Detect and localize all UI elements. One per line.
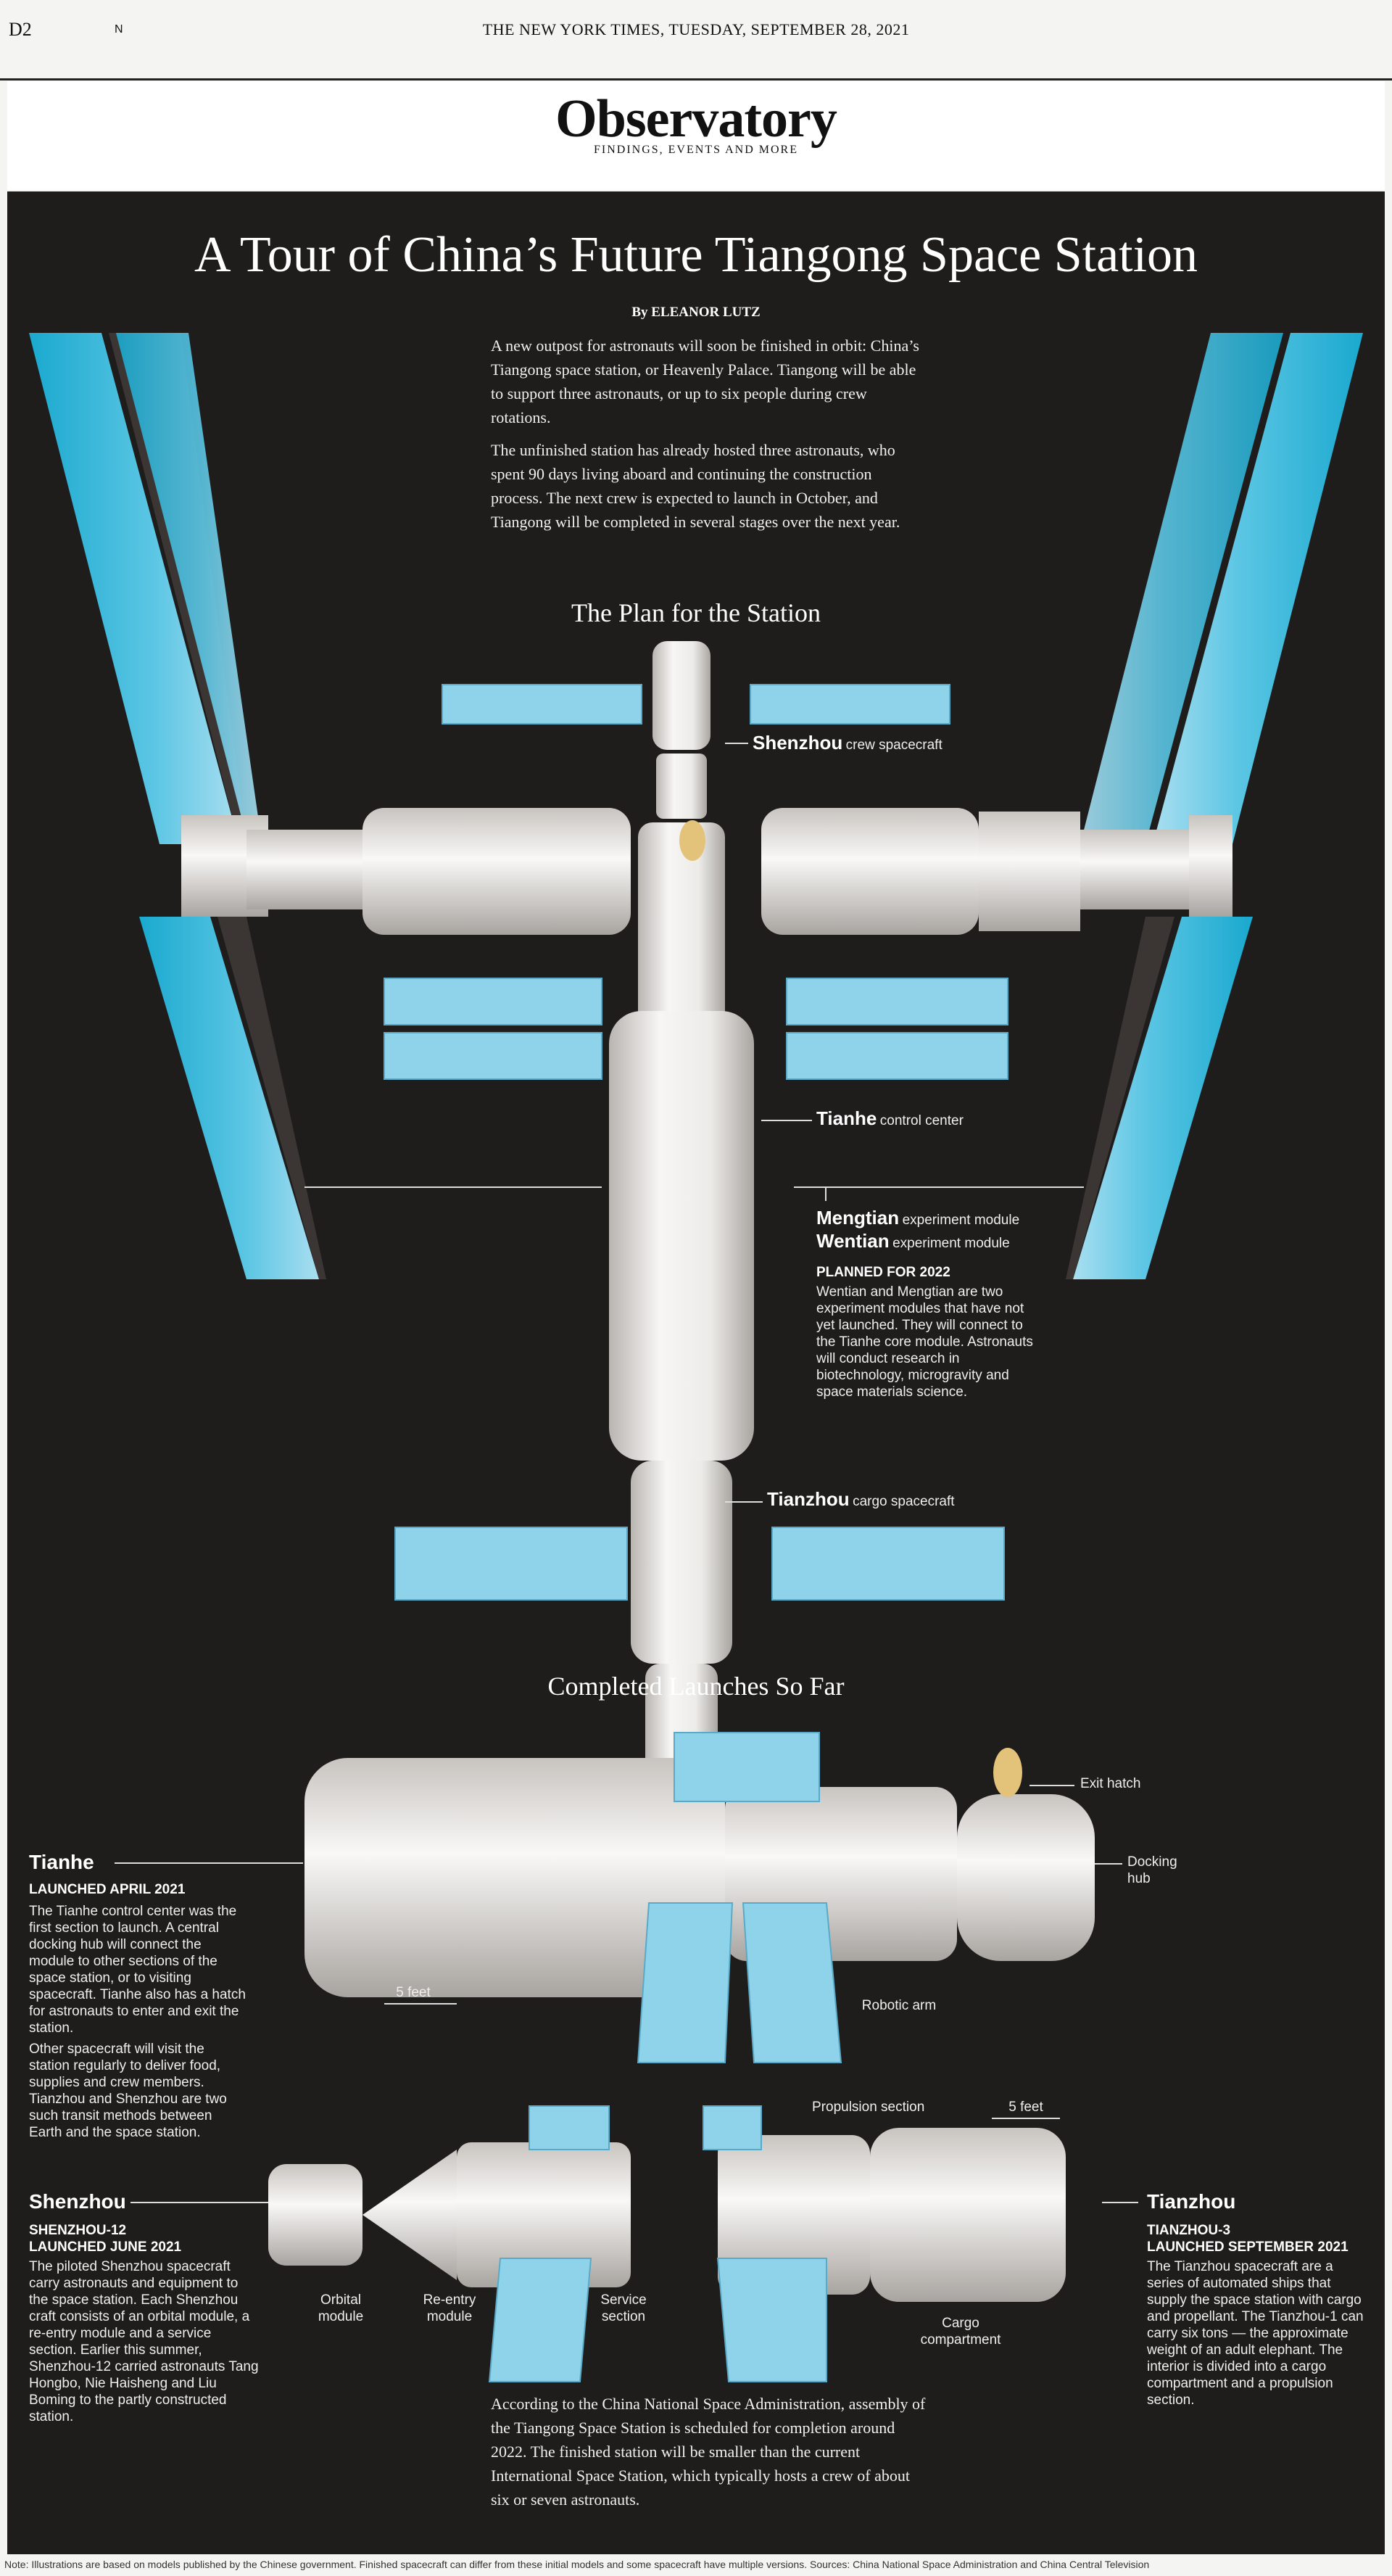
label-mengtian: Mengtian experiment module bbox=[816, 1207, 1020, 1229]
edition-mark: N bbox=[115, 23, 123, 36]
label-wentian: Wentian experiment module bbox=[816, 1230, 1010, 1252]
intro-paragraph-1: A new outpost for astronauts will soon b… bbox=[491, 337, 919, 426]
section-subtitle: FINDINGS, EVENTS AND MORE bbox=[593, 144, 798, 156]
tianhe-title: Tianhe bbox=[29, 1851, 94, 1873]
leader-line bbox=[825, 1186, 826, 1201]
leader-line bbox=[130, 2202, 268, 2203]
page-header: D2 N THE NEW YORK TIMES, TUESDAY, SEPTEM… bbox=[0, 0, 1392, 78]
leader-line bbox=[304, 1186, 602, 1188]
leader-line bbox=[761, 1120, 812, 1121]
leader-line bbox=[1030, 1785, 1074, 1786]
tianhe-core-module bbox=[609, 641, 754, 1801]
tianzhou-description: The Tianzhou spacecraft are a series of … bbox=[1147, 2259, 1364, 2408]
shenzhou-title: Shenzhou bbox=[29, 2190, 126, 2213]
infographic-panel: A Tour of China’s Future Tiangong Space … bbox=[7, 191, 1385, 2554]
shenzhou-description: The piloted Shenzhou spacecraft carry as… bbox=[29, 2259, 259, 2424]
tianzhou-panels bbox=[394, 1527, 1005, 1601]
shenzhou-mission: SHENZHOU-12 bbox=[29, 2223, 127, 2238]
station-illustration bbox=[29, 333, 1363, 2382]
tianzhou-launch-date: LAUNCHED SEPTEMBER 2021 bbox=[1147, 2239, 1348, 2255]
tianzhou-mission: TIANZHOU-3 bbox=[1147, 2223, 1231, 2238]
leader-line bbox=[1095, 1863, 1122, 1865]
completed-heading: Completed Launches So Far bbox=[547, 1672, 845, 1701]
robotic-arm-label: Robotic arm bbox=[861, 1998, 937, 2013]
label-shenzhou: Shenzhou crew spacecraft bbox=[753, 732, 942, 754]
page-number: D2 bbox=[9, 19, 32, 40]
tianhe-description-1: The Tianhe control center was the first … bbox=[29, 1904, 246, 2036]
left-solar-wing bbox=[29, 333, 326, 1279]
header-rule bbox=[0, 78, 1392, 80]
reentry-module-label: Re-entry module bbox=[423, 2292, 476, 2324]
leader-line bbox=[1102, 2202, 1138, 2203]
planned-heading: PLANNED FOR 2022 bbox=[816, 1265, 950, 1280]
tianhe-scale-label: 5 feet bbox=[396, 1985, 431, 2000]
tianhe-panels bbox=[384, 978, 1008, 1080]
tianzhou-title: Tianzhou bbox=[1147, 2190, 1236, 2213]
byline: By ELEANOR LUTZ bbox=[631, 305, 761, 320]
tianzhou-detail-illustration bbox=[703, 2105, 1066, 2382]
astronaut-figure-2 bbox=[993, 1748, 1022, 1797]
scale-bar bbox=[992, 2118, 1060, 2119]
dateline: THE NEW YORK TIMES, TUESDAY, SEPTEMBER 2… bbox=[482, 20, 910, 38]
propulsion-section-label: Propulsion section bbox=[812, 2100, 925, 2115]
wentian-module bbox=[761, 808, 1232, 935]
mengtian-module bbox=[181, 808, 631, 935]
article-headline: A Tour of China’s Future Tiangong Space … bbox=[194, 227, 1198, 283]
leader-line bbox=[725, 743, 748, 744]
intro-paragraph-2: The unfinished station has already hoste… bbox=[491, 441, 900, 531]
docking-hub-label: Docking hub bbox=[1127, 1854, 1177, 1886]
astronaut-figure bbox=[679, 820, 705, 861]
tianhe-launch-date: LAUNCHED APRIL 2021 bbox=[29, 1882, 186, 1897]
leader-line bbox=[725, 1501, 763, 1503]
shenzhou-panels bbox=[442, 684, 950, 724]
tianhe-detail-illustration bbox=[304, 1732, 1095, 2063]
label-tianhe: Tianhe control center bbox=[816, 1107, 964, 1129]
closing-paragraph: According to the China National Space Ad… bbox=[491, 2395, 926, 2509]
tianzhou-scale-label: 5 feet bbox=[1008, 2100, 1043, 2115]
shenzhou-launch-date: LAUNCHED JUNE 2021 bbox=[29, 2239, 182, 2255]
leader-line bbox=[794, 1186, 1084, 1188]
planned-description: Wentian and Mengtian are two experiment … bbox=[816, 1284, 1033, 1400]
right-solar-wing bbox=[1066, 333, 1363, 1279]
scale-bar bbox=[384, 2003, 457, 2005]
section-masthead: Observatory FINDINGS, EVENTS AND MORE bbox=[7, 81, 1385, 190]
footer-note: Note: Illustrations are based on models … bbox=[4, 2559, 1150, 2570]
exit-hatch-label: Exit hatch bbox=[1080, 1776, 1141, 1791]
cargo-compartment-label: Cargo compartment bbox=[920, 2316, 1001, 2348]
plan-heading: The Plan for the Station bbox=[571, 598, 821, 627]
section-title: Observatory bbox=[555, 89, 837, 149]
tianhe-description-2: Other spacecraft will visit the station … bbox=[29, 2042, 227, 2140]
label-tianzhou: Tianzhou cargo spacecraft bbox=[767, 1488, 955, 1510]
leader-line bbox=[115, 1862, 303, 1864]
service-section-label: Service section bbox=[600, 2292, 647, 2324]
shenzhou-detail-illustration bbox=[268, 2105, 631, 2382]
orbital-module-label: Orbital module bbox=[318, 2292, 364, 2324]
